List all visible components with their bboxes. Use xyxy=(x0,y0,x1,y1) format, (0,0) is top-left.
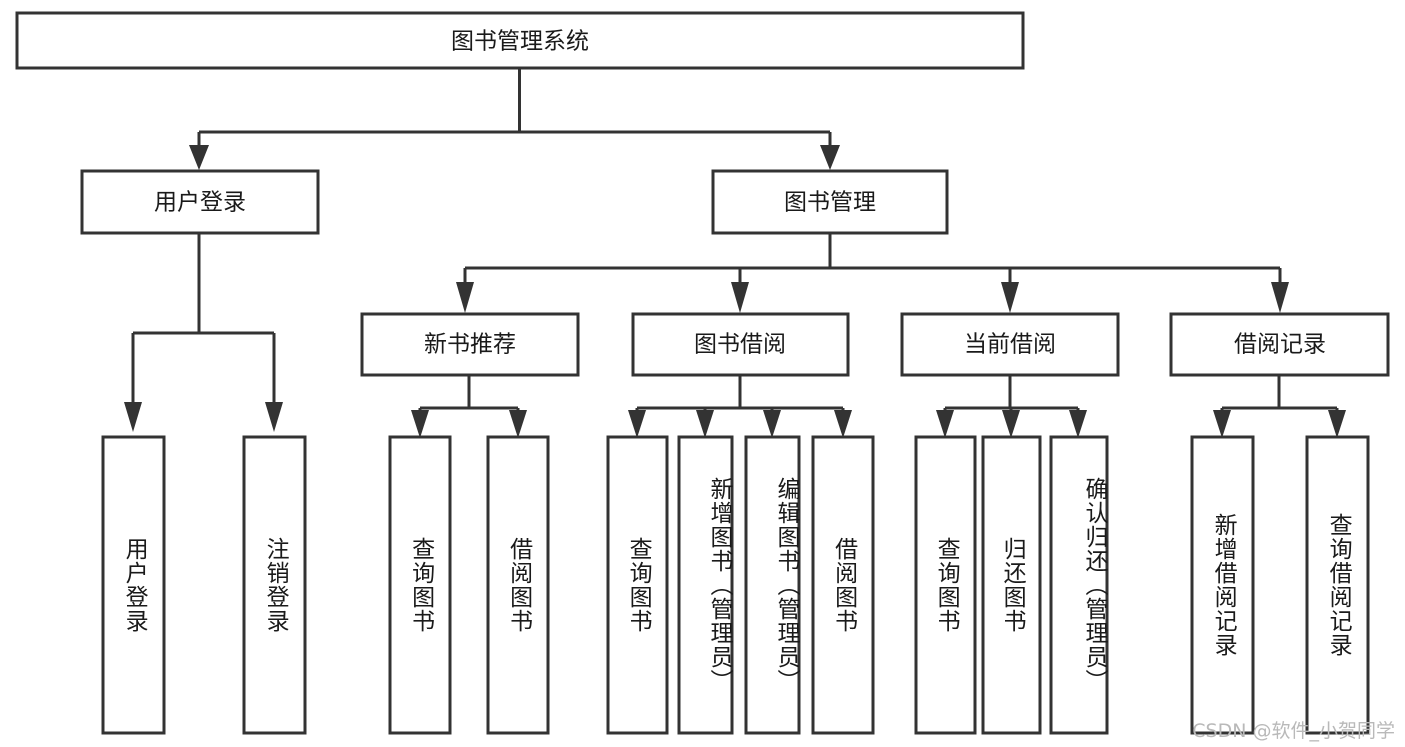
arrow-leaf-user-logout xyxy=(265,402,283,432)
arrow-leaf-borrow-book-2 xyxy=(834,410,852,438)
node-leaf-borrow-book-1[interactable] xyxy=(486,435,550,735)
arrow-borrow-record xyxy=(1271,282,1289,313)
node-leaf-return-book[interactable] xyxy=(981,435,1042,735)
arrow-leaf-query-book-3 xyxy=(936,410,954,438)
node-leaf-query-book-2[interactable] xyxy=(606,435,669,735)
node-borrow-record-label: 借阅记录 xyxy=(1234,332,1326,358)
node-user-login-label: 用户登录 xyxy=(154,190,246,216)
arrow-new-book-recommend xyxy=(456,282,474,313)
arrow-leaf-add-book-admin xyxy=(696,410,714,438)
arrow-leaf-edit-book-admin xyxy=(763,410,781,438)
node-new-book-recommend[interactable] xyxy=(360,312,580,377)
node-current-borrow-label: 当前借阅 xyxy=(964,332,1056,358)
arrow-leaf-user-login xyxy=(124,402,142,432)
arrow-leaf-borrow-book-1 xyxy=(509,410,527,438)
arrow-book-manage xyxy=(820,145,840,170)
node-leaf-confirm-return-admin[interactable] xyxy=(1049,435,1109,735)
node-leaf-borrow-book-2[interactable] xyxy=(811,435,875,735)
arrow-leaf-query-book-1 xyxy=(411,410,429,438)
node-book-borrow-label: 图书借阅 xyxy=(694,332,786,358)
node-leaf-query-book-1[interactable] xyxy=(388,435,452,735)
node-leaf-add-book-admin[interactable] xyxy=(677,435,734,735)
node-leaf-add-borrow-record[interactable] xyxy=(1190,435,1255,735)
node-leaf-query-book-3[interactable] xyxy=(914,435,977,735)
node-user-login[interactable] xyxy=(80,169,320,235)
node-layer: 图书管理系统 用户登录 图书管理 新书推荐 图书借阅 当前借阅 借阅记录 xyxy=(15,11,1390,735)
node-book-manage[interactable] xyxy=(711,169,949,235)
node-leaf-user-logout[interactable] xyxy=(242,435,307,735)
node-book-borrow[interactable] xyxy=(631,312,850,377)
node-root[interactable] xyxy=(15,11,1025,70)
csdn-watermark: CSDN @软件_小贺同学 xyxy=(1192,720,1395,742)
arrow-leaf-return-book xyxy=(1002,410,1020,438)
arrow-leaf-query-borrow-record xyxy=(1328,410,1346,438)
arrow-book-borrow xyxy=(731,282,749,313)
connector-layer xyxy=(124,68,1346,438)
node-leaf-query-borrow-record[interactable] xyxy=(1305,435,1370,735)
node-leaf-user-login[interactable] xyxy=(101,435,166,735)
node-book-manage-label: 图书管理 xyxy=(784,190,876,216)
arrow-leaf-confirm-return-admin xyxy=(1069,410,1087,438)
node-new-book-recommend-label: 新书推荐 xyxy=(424,332,516,358)
arrow-current-borrow xyxy=(1001,282,1019,313)
arrow-leaf-query-book-2 xyxy=(628,410,646,438)
node-current-borrow[interactable] xyxy=(900,312,1120,377)
arrow-leaf-add-borrow-record xyxy=(1213,410,1231,438)
node-root-label: 图书管理系统 xyxy=(451,29,589,55)
node-borrow-record[interactable] xyxy=(1169,312,1390,377)
node-leaf-edit-book-admin[interactable] xyxy=(744,435,801,735)
arrow-user-login xyxy=(189,145,209,170)
